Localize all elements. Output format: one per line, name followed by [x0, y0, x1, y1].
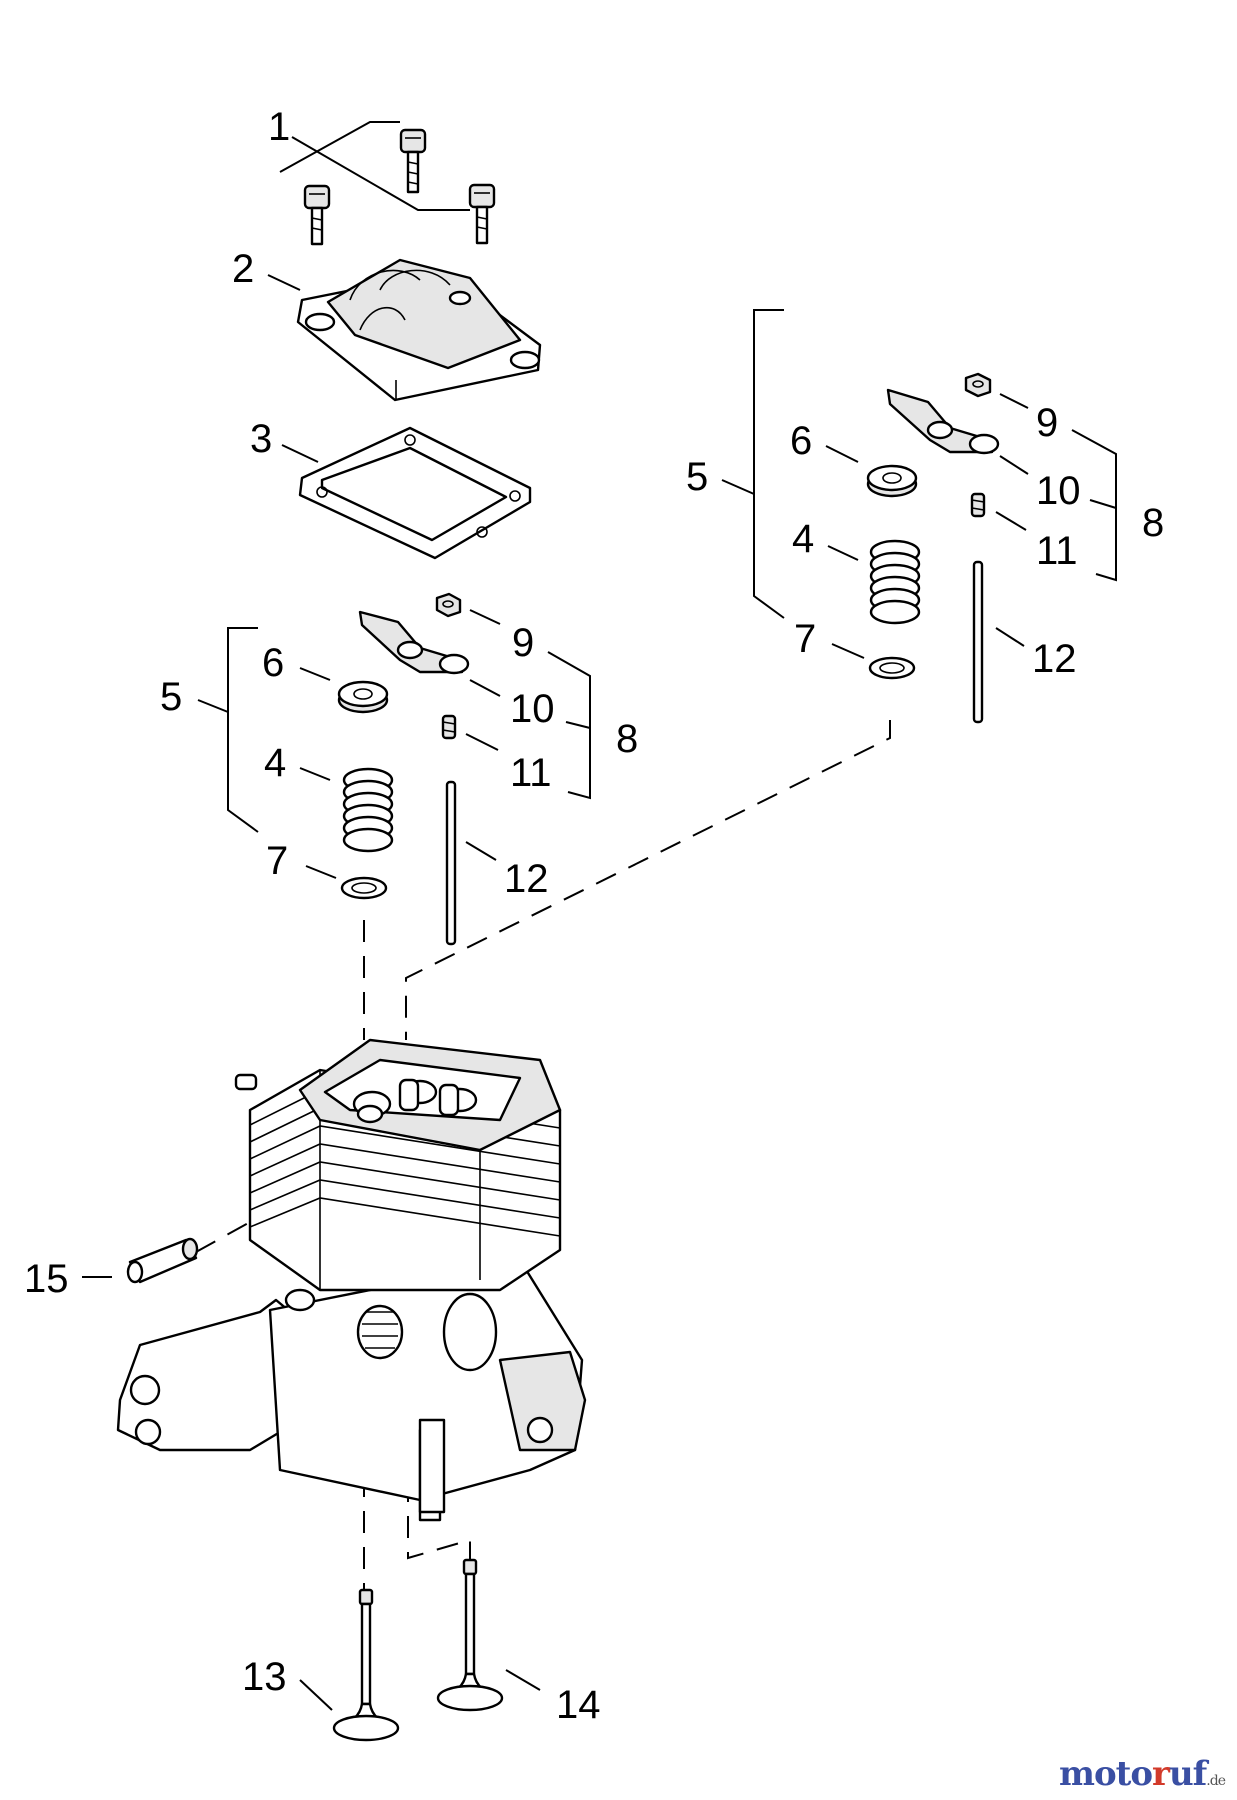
- callout-left-7: 7: [266, 839, 288, 883]
- push-rod-icon: [445, 780, 457, 946]
- watermark-brand-c: uf: [1168, 1754, 1207, 1794]
- valve-icon: [436, 1558, 504, 1712]
- callout-left-9: 9: [512, 621, 534, 665]
- callout-left-10: 10: [510, 687, 555, 731]
- nut-icon: [964, 372, 992, 398]
- callout-right-8: 8: [1142, 501, 1164, 545]
- watermark-tld: .de: [1206, 1773, 1226, 1789]
- callout-right-9: 9: [1036, 401, 1058, 445]
- callout-2: 2: [232, 247, 254, 291]
- callout-left-6: 6: [262, 641, 284, 685]
- screw-icon: [399, 128, 427, 194]
- callout-right-4: 4: [792, 517, 814, 561]
- valve-icon: [332, 1588, 400, 1742]
- adjuster-icon: [970, 492, 986, 518]
- nut-icon: [435, 592, 462, 618]
- pin-icon: [126, 1237, 199, 1284]
- screw-group: [279, 121, 496, 246]
- callout-left-12: 12: [504, 857, 549, 901]
- screw-icon: [303, 184, 331, 246]
- callout-14: 14: [556, 1683, 601, 1727]
- callout-right-10: 10: [1036, 469, 1081, 513]
- retainer-icon: [866, 464, 918, 498]
- callout-right-11: 11: [1036, 529, 1078, 573]
- valve-cover-icon: [296, 258, 542, 402]
- spring-icon: [342, 767, 394, 853]
- callout-left-5: 5: [160, 675, 182, 719]
- callout-right-7: 7: [794, 617, 816, 661]
- callout-1: 1: [268, 105, 290, 149]
- push-rod-icon: [972, 560, 984, 724]
- watermark-brand-a: moto: [1058, 1754, 1153, 1794]
- callout-3: 3: [250, 417, 272, 461]
- rocker-arm-icon: [886, 388, 1000, 455]
- washer-icon: [868, 656, 916, 680]
- adjuster-icon: [441, 714, 457, 740]
- rocker-arm-icon: [358, 610, 470, 675]
- callout-left-11: 11: [510, 751, 552, 795]
- washer-icon: [340, 876, 388, 900]
- retainer-icon: [337, 680, 389, 714]
- cylinder-icon: [116, 1038, 587, 1522]
- spring-icon: [869, 539, 921, 625]
- watermark-brand-b: r: [1152, 1754, 1170, 1794]
- callout-13: 13: [242, 1655, 287, 1699]
- watermark-logo: motoruf.de: [1058, 1754, 1226, 1794]
- screw-icon: [468, 183, 496, 245]
- callout-right-5: 5: [686, 455, 708, 499]
- callout-right-12: 12: [1032, 637, 1077, 681]
- callout-left-4: 4: [264, 741, 286, 785]
- callout-right-6: 6: [790, 419, 812, 463]
- callout-15: 15: [24, 1257, 69, 1301]
- gasket-icon: [298, 426, 532, 560]
- callout-left-8: 8: [616, 717, 638, 761]
